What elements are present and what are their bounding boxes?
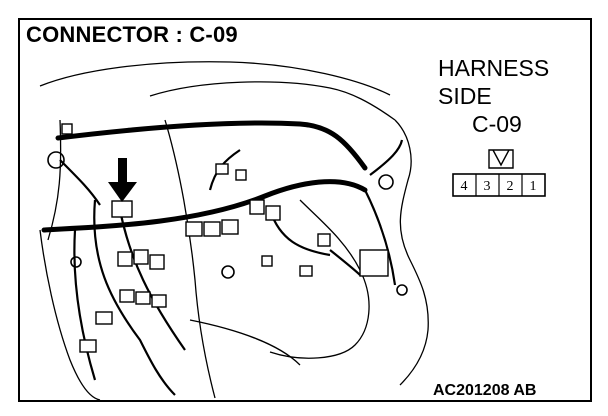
connector-blocks	[61, 123, 389, 353]
branch-wires	[59, 139, 404, 396]
pin-2: 2	[507, 179, 514, 194]
pin-1: 1	[530, 179, 537, 194]
target-connector-c09	[111, 200, 133, 218]
harness-side-label: HARNESS SIDE C-09	[438, 54, 549, 138]
connector-face: 4 3 2 1	[452, 149, 546, 197]
pointer-arrow	[108, 158, 137, 202]
pin-4: 4	[461, 179, 468, 194]
harness-label-line2: SIDE	[438, 83, 492, 109]
main-harness	[41, 120, 368, 233]
pin-3: 3	[484, 179, 491, 194]
figure-code: AC201208 AB	[433, 382, 537, 399]
connector-title: CONNECTOR : C-09	[26, 22, 238, 47]
harness-label-line1: HARNESS	[438, 55, 550, 81]
harness-connector-code: C-09	[472, 111, 522, 137]
dashboard-outline	[39, 61, 429, 401]
ground-terminals	[47, 151, 408, 296]
